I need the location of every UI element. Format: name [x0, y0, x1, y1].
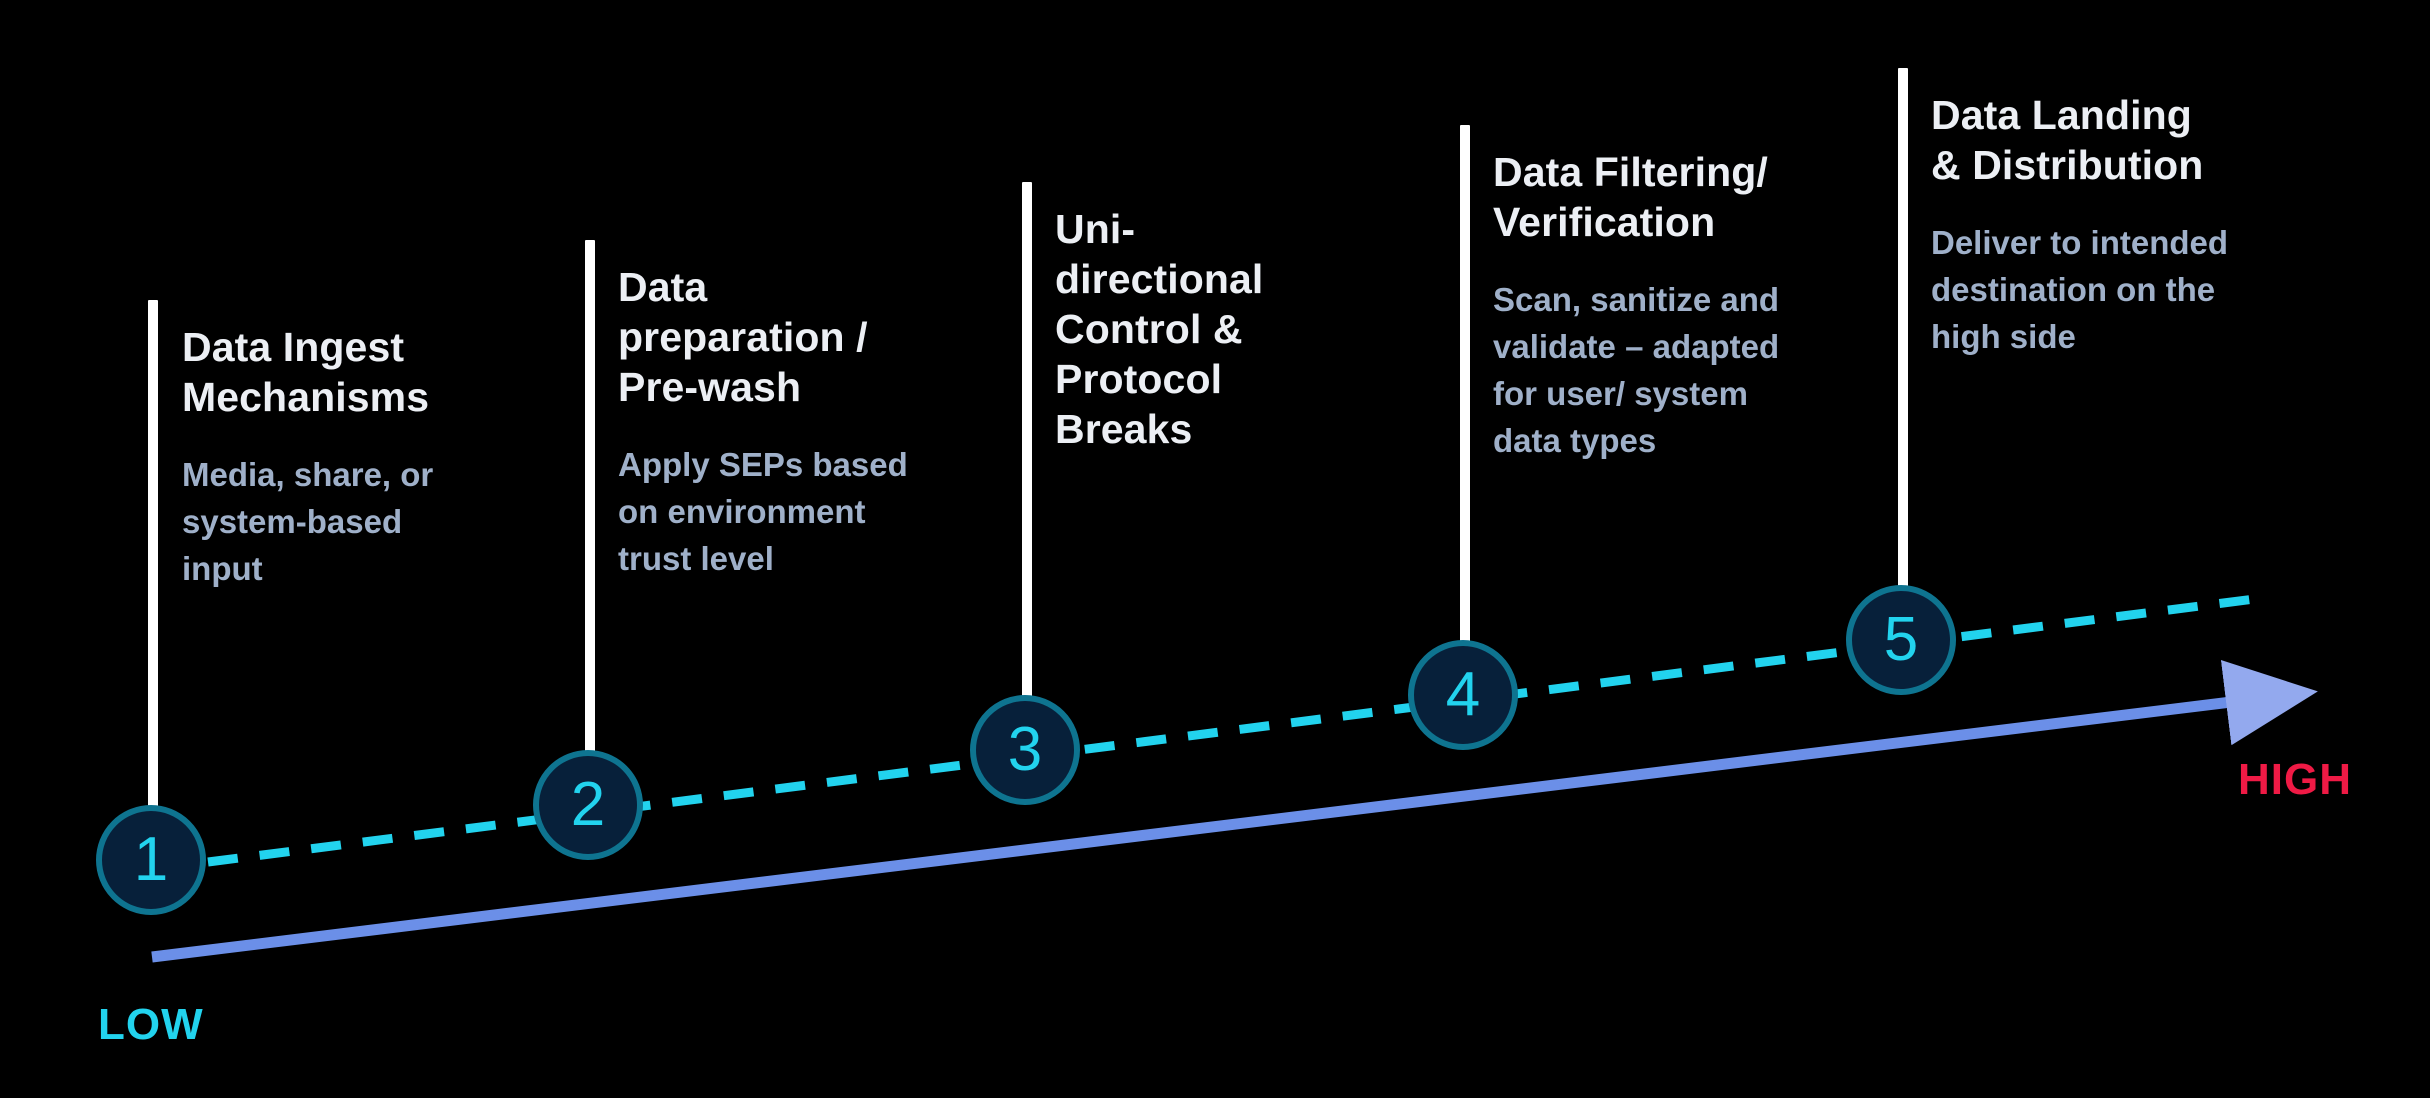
- step-3-text: Uni- directional Control & Protocol Brea…: [1055, 204, 1355, 484]
- step-2-stem: [585, 240, 595, 790]
- step-4-text: Data Filtering/ Verification Scan, sanit…: [1493, 147, 1833, 464]
- step-2-bubble[interactable]: 2: [533, 750, 643, 860]
- step-1-stem: [148, 300, 158, 845]
- step-5-stem: [1898, 68, 1908, 620]
- axis-label-high: HIGH: [2238, 755, 2352, 804]
- step-5-title: Data Landing & Distribution: [1931, 92, 2204, 189]
- step-2-body: Apply SEPs based on environment trust le…: [618, 446, 908, 577]
- step-1-title: Data Ingest Mechanisms: [182, 324, 430, 421]
- step-1-body: Media, share, or system-based input: [182, 456, 434, 587]
- axis-label-low: LOW: [98, 1000, 204, 1049]
- maturity-axis-arrow: [151, 660, 2318, 963]
- step-4-bubble[interactable]: 4: [1408, 640, 1518, 750]
- step-4-title: Data Filtering/ Verification: [1493, 149, 1768, 246]
- step-5-body: Deliver to intended destination on the h…: [1931, 224, 2229, 355]
- step-5-bubble[interactable]: 5: [1846, 585, 1956, 695]
- step-2-number: 2: [570, 770, 606, 839]
- step-1-text: Data Ingest Mechanisms Media, share, or …: [182, 322, 512, 593]
- step-3-title: Uni- directional Control & Protocol Brea…: [1055, 206, 1264, 453]
- step-3-bubble[interactable]: 3: [970, 695, 1080, 805]
- step-4-stem: [1460, 125, 1470, 677]
- dashed-step-path: [207, 592, 2271, 867]
- step-5-text: Data Landing & Distribution Deliver to i…: [1931, 90, 2291, 361]
- step-3-stem: [1022, 182, 1032, 732]
- step-3-number: 3: [1007, 715, 1043, 784]
- step-4-number: 4: [1445, 660, 1481, 729]
- step-1-bubble[interactable]: 1: [96, 805, 206, 915]
- step-2-text: Data preparation / Pre-wash Apply SEPs b…: [618, 262, 948, 583]
- step-4-body: Scan, sanitize and validate – adapted fo…: [1493, 281, 1780, 459]
- step-1-number: 1: [133, 825, 169, 894]
- step-5-number: 5: [1883, 605, 1919, 674]
- step-2-title: Data preparation / Pre-wash: [618, 264, 868, 411]
